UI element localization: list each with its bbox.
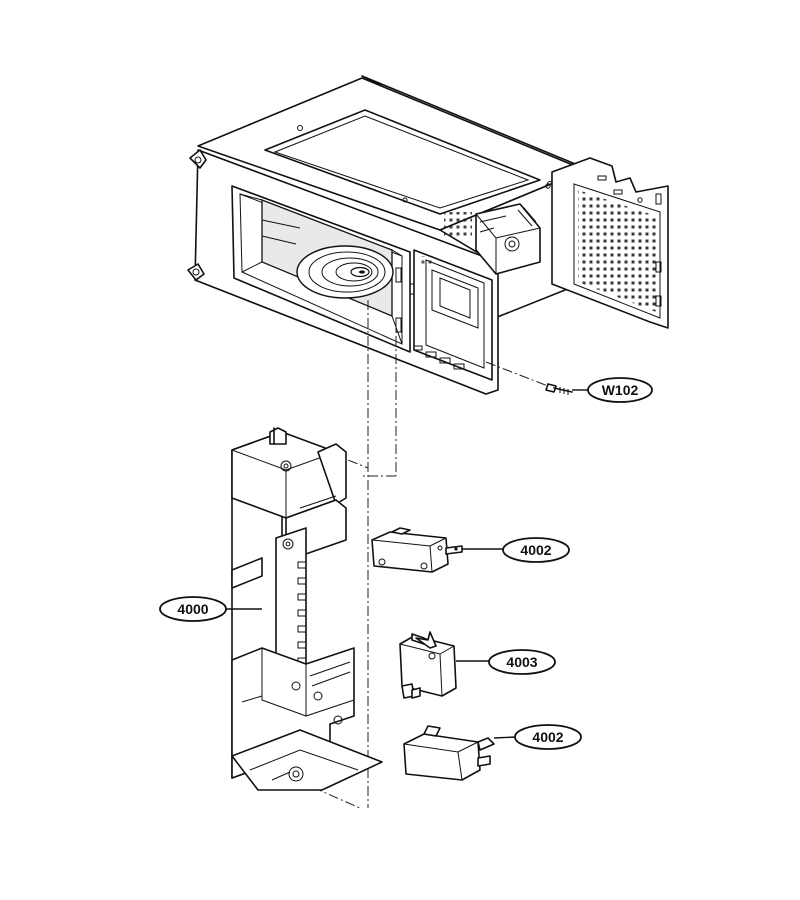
rear-vent-panel [551,157,669,329]
motor-unit [444,203,541,275]
callout-4003: 4003 [456,649,556,675]
oven-cavity-assembly [187,75,586,395]
callout-4000: 4000 [159,596,262,622]
callout-label-4002-bottom: 4002 [532,729,563,745]
micro-switch-4002-bottom [403,725,495,781]
callout-w102: W102 [572,377,653,403]
callout-4002-top: 4002 [462,537,570,563]
callout-label-4003: 4003 [506,654,537,670]
screw-w102 [485,361,573,395]
micro-switch-4002-top [371,527,463,573]
micro-switch-4003 [399,631,457,699]
callout-label-w102: W102 [602,382,639,398]
callout-4002-bottom: 4002 [493,724,582,750]
latch-board-4000 [231,427,383,791]
callout-label-4000: 4000 [177,601,208,617]
turntable [296,245,394,299]
callout-label-4002-top: 4002 [520,542,551,558]
